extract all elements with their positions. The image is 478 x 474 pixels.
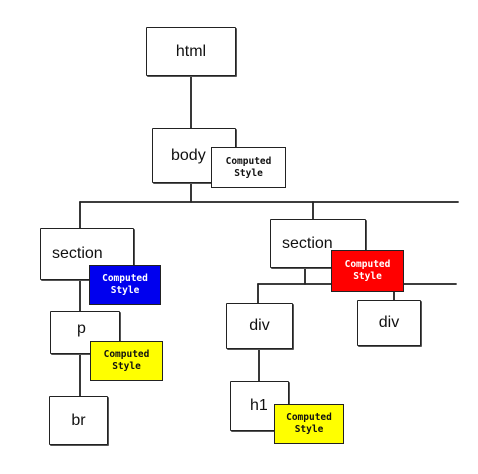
node-html-label: html (175, 42, 207, 60)
computed-style-h1: Computed Style (274, 404, 344, 444)
node-body-label: body (171, 146, 206, 164)
node-html: html (146, 27, 236, 76)
computed-style-p: Computed Style (90, 341, 163, 381)
node-div-left-label: div (249, 317, 270, 334)
node-br: br (49, 396, 108, 445)
computed-style-section-left: Computed Style (89, 265, 161, 305)
computed-style-body: Computed Style (211, 147, 286, 188)
node-section-left-label: section (52, 245, 103, 262)
node-section-right-label: section (282, 234, 333, 252)
computed-style-section-right: Computed Style (331, 250, 404, 292)
node-div-right-label: div (378, 314, 400, 331)
node-div-left: div (226, 303, 293, 349)
node-div-right: div (357, 300, 421, 346)
node-br-label: br (71, 411, 86, 429)
node-h1-label: h1 (250, 397, 268, 414)
node-p-label: p (77, 320, 86, 337)
